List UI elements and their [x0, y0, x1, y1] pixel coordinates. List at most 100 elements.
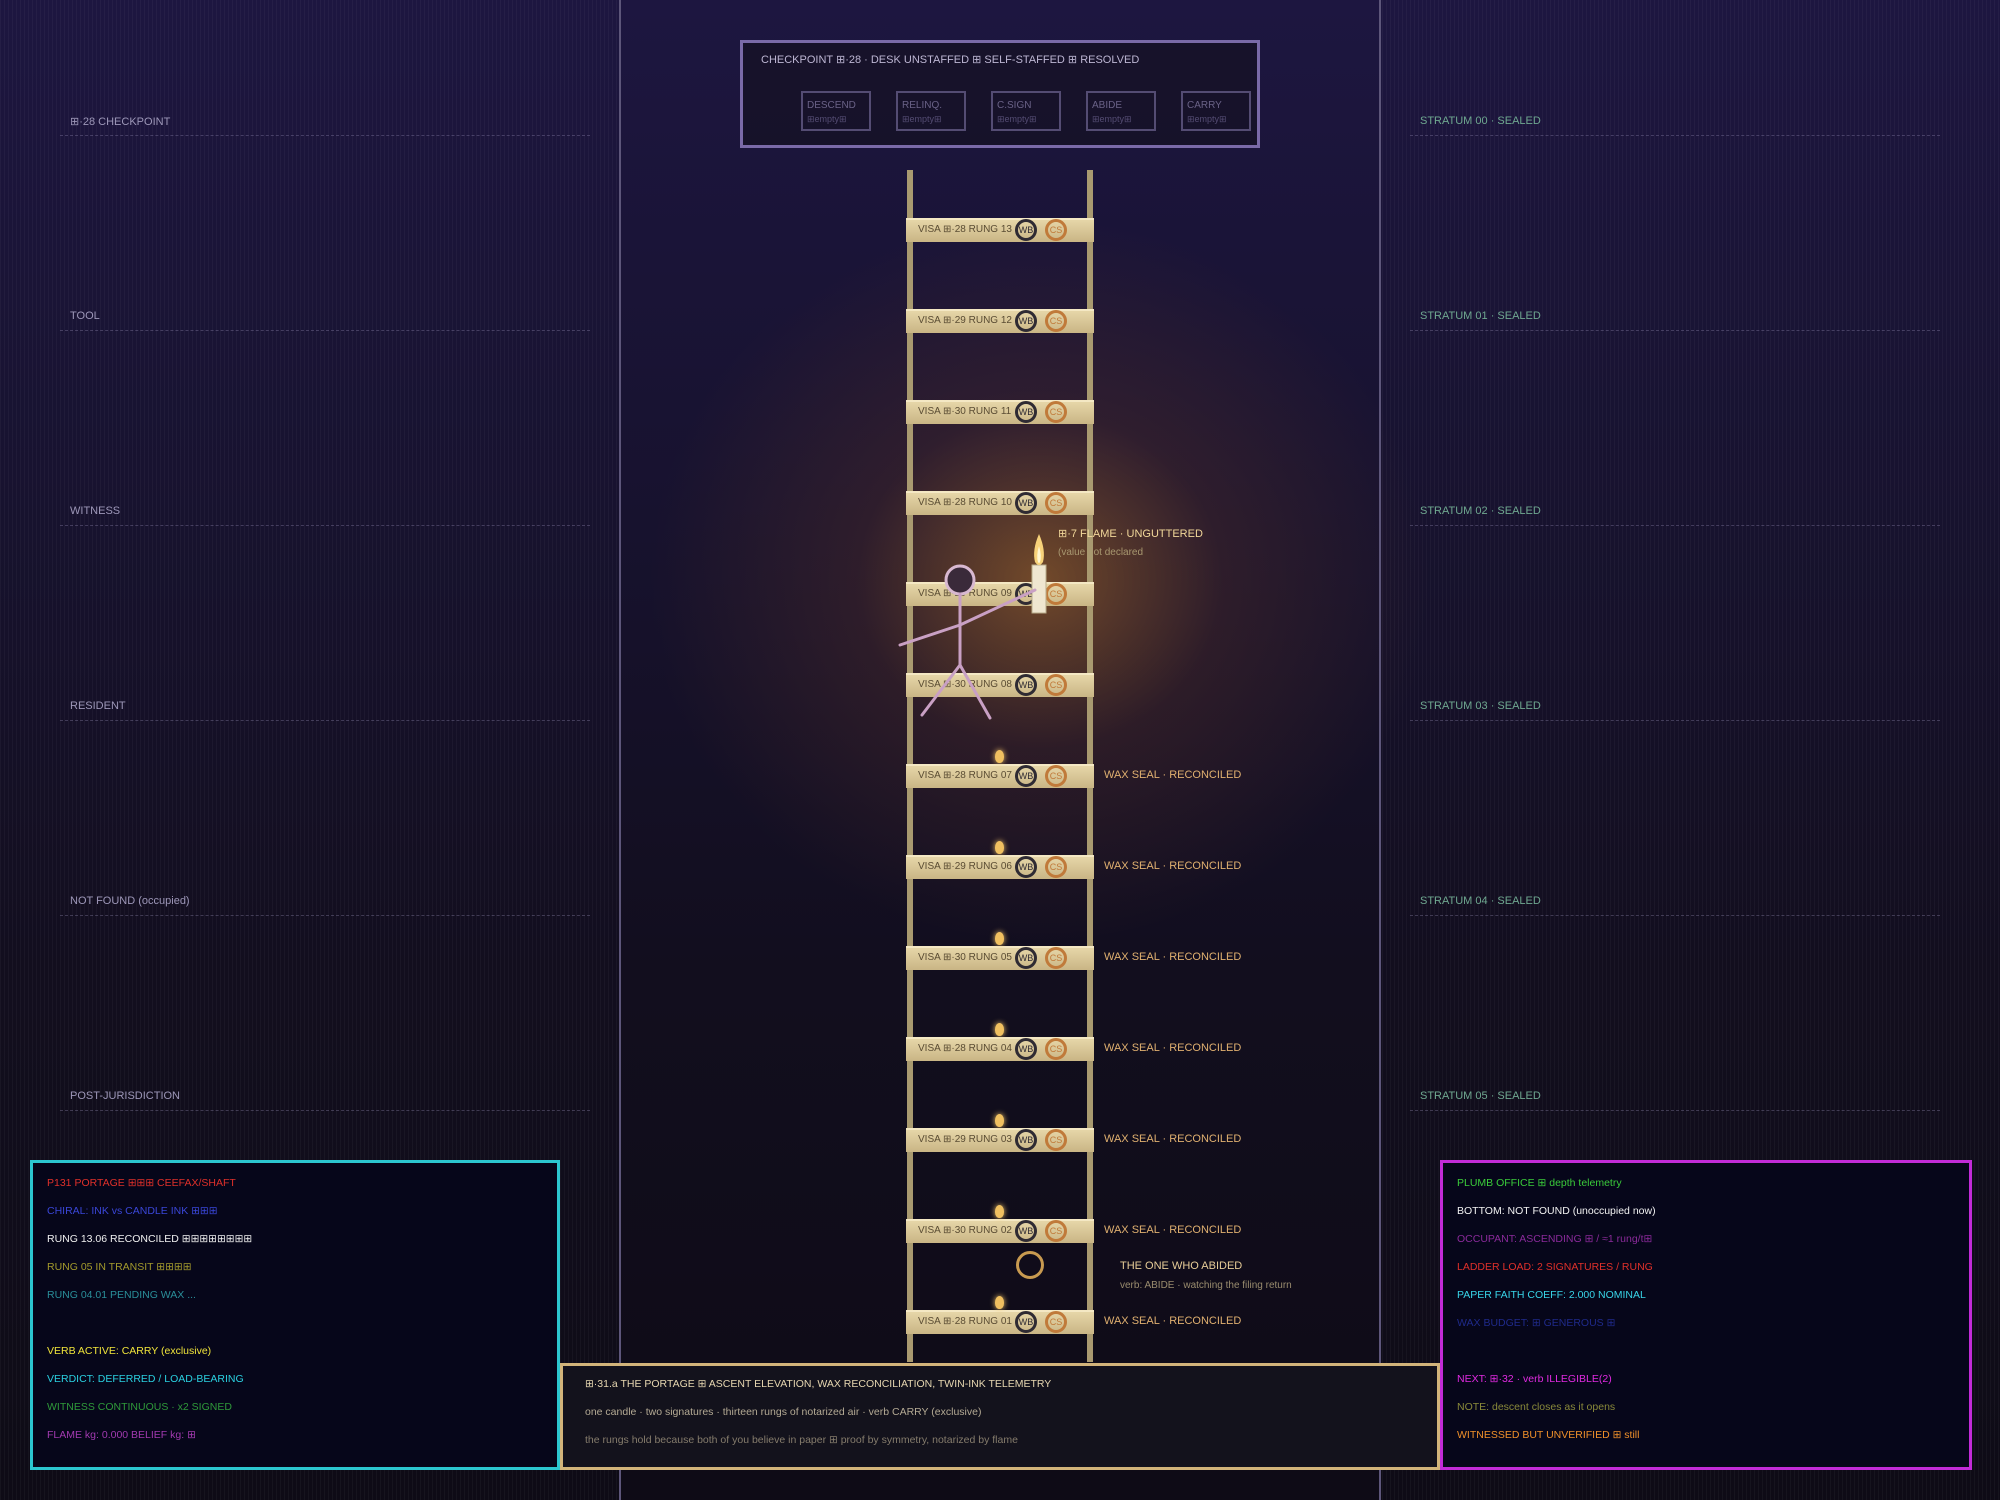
cs-seal-icon: CS: [1045, 219, 1067, 241]
wb-seal-icon: WB: [1015, 1220, 1037, 1242]
cs-seal-icon: CS: [1045, 1038, 1067, 1060]
wax-drop-icon: [995, 932, 1004, 945]
right-row-label: STRATUM 00 · SEALED: [1420, 115, 1541, 127]
rung-label: VISA ⊞·30 RUNG 02: [918, 1225, 1012, 1236]
rung-label: VISA ⊞·29 RUNG 06: [918, 861, 1012, 872]
cs-seal-icon: CS: [1045, 1129, 1067, 1151]
left-row-divider: [60, 915, 590, 916]
panel-line: VERB ACTIVE: CARRY (exclusive): [47, 1345, 212, 1357]
panel-line: WAX BUDGET: ⊞ GENEROUS ⊞: [1457, 1317, 1616, 1329]
wax-drop-icon: [995, 1023, 1004, 1036]
wax-drop-icon: [995, 750, 1004, 763]
rung-label: VISA ⊞·28 RUNG 07: [918, 770, 1012, 781]
panel-line: ⊞·31.a THE PORTAGE ⊞ ASCENT ELEVATION, W…: [585, 1378, 1052, 1390]
wb-seal-icon: WB: [1015, 310, 1037, 332]
right-shaft-wall: [1379, 0, 1381, 1500]
wax-drop-icon: [995, 841, 1004, 854]
right-row-label: STRATUM 04 · SEALED: [1420, 895, 1541, 907]
checkpoint-slot[interactable]: RELINQ.⊞empty⊞: [896, 91, 966, 131]
caption-panel: ⊞·31.a THE PORTAGE ⊞ ASCENT ELEVATION, W…: [560, 1363, 1440, 1470]
panel-line: PLUMB OFFICE ⊞ depth telemetry: [1457, 1177, 1622, 1189]
cs-seal-icon: CS: [1045, 492, 1067, 514]
right-row-divider: [1410, 525, 1940, 526]
wax-seal-status: WAX SEAL · RECONCILED: [1104, 1133, 1242, 1145]
panel-line: BOTTOM: NOT FOUND (unoccupied now): [1457, 1205, 1656, 1217]
left-shaft-wall: [619, 0, 621, 1500]
panel-line: CHIRAL: INK vs CANDLE INK ⊞⊞⊞: [47, 1205, 218, 1217]
abode-ring-icon: [1016, 1251, 1044, 1279]
rung-label: VISA ⊞·29 RUNG 12: [918, 315, 1012, 326]
left-telemetry-panel: P131 PORTAGE ⊞⊞⊞ CEEFAX/SHAFT CHIRAL: INK…: [30, 1160, 560, 1470]
panel-line: WITNESS CONTINUOUS · x2 SIGNED: [47, 1401, 232, 1413]
panel-line: LADDER LOAD: 2 SIGNATURES / RUNG: [1457, 1261, 1653, 1273]
checkpoint-slot[interactable]: CARRY ⊞empty⊞: [1181, 91, 1251, 131]
rung-label: VISA ⊞·30 RUNG 05: [918, 952, 1012, 963]
slot-name: ABIDE: [1092, 100, 1123, 111]
slot-state: ⊞empty⊞: [807, 114, 847, 124]
slot-name: C.SIGN: [997, 100, 1032, 111]
wax-seal-status: WAX SEAL · RECONCILED: [1104, 1042, 1242, 1054]
checkpoint-title: CHECKPOINT ⊞·28 · DESK UNSTAFFED ⊞ SELF-…: [761, 54, 1140, 66]
panel-line: OCCUPANT: ASCENDING ⊞ / ≈1 rung/t⊞: [1457, 1233, 1653, 1245]
slot-state: ⊞empty⊞: [1187, 114, 1227, 124]
checkpoint-slot[interactable]: ABIDE ⊞empty⊞: [1086, 91, 1156, 131]
rung-label: VISA ⊞·29 RUNG 09: [918, 588, 1012, 599]
right-row-divider: [1410, 915, 1940, 916]
right-row-divider: [1410, 135, 1940, 136]
slot-name: CARRY: [1187, 100, 1222, 111]
wax-drop-icon: [995, 1205, 1004, 1218]
abode-label: THE ONE WHO ABIDED: [1120, 1260, 1243, 1272]
wb-seal-icon: WB: [1015, 492, 1037, 514]
wb-seal-icon: WB: [1015, 765, 1037, 787]
panel-line: FLAME kg: 0.000 BELIEF kg: ⊞: [47, 1429, 196, 1441]
panel-line: RUNG 05 IN TRANSIT ⊞⊞⊞⊞: [47, 1261, 192, 1273]
rung-label: VISA ⊞·30 RUNG 11: [918, 406, 1012, 417]
cs-seal-icon: CS: [1045, 765, 1067, 787]
left-row-divider: [60, 135, 590, 136]
left-row-label: RESIDENT: [70, 700, 126, 712]
checkpoint-slot[interactable]: DESCEND⊞empty⊞: [801, 91, 871, 131]
left-row-divider: [60, 330, 590, 331]
wax-seal-status: WAX SEAL · RECONCILED: [1104, 769, 1242, 781]
cs-seal-icon: CS: [1045, 674, 1067, 696]
cs-seal-icon: CS: [1045, 856, 1067, 878]
rung-label: VISA ⊞·30 RUNG 08: [918, 679, 1012, 690]
left-row-label: ⊞·28 CHECKPOINT: [70, 116, 171, 128]
wb-seal-icon: WB: [1015, 583, 1037, 605]
left-row-divider: [60, 1110, 590, 1111]
right-row-label: STRATUM 05 · SEALED: [1420, 1090, 1541, 1102]
left-row-label: WITNESS: [70, 505, 121, 517]
panel-line: WITNESSED BUT UNVERIFIED ⊞ still: [1457, 1429, 1640, 1441]
panel-line: P131 PORTAGE ⊞⊞⊞ CEEFAX/SHAFT: [47, 1177, 236, 1189]
left-row-divider: [60, 525, 590, 526]
left-row-label: TOOL: [70, 310, 100, 322]
wax-seal-status: WAX SEAL · RECONCILED: [1104, 951, 1242, 963]
cs-seal-icon: CS: [1045, 1311, 1067, 1333]
checkpoint-slot[interactable]: C.SIGN⊞empty⊞: [991, 91, 1061, 131]
panel-line: RUNG 13.06 RECONCILED ⊞⊞⊞⊞⊞⊞⊞⊞: [47, 1233, 253, 1245]
right-row-label: STRATUM 01 · SEALED: [1420, 310, 1541, 322]
slot-state: ⊞empty⊞: [1092, 114, 1132, 124]
wb-seal-icon: WB: [1015, 1129, 1037, 1151]
right-row-label: STRATUM 02 · SEALED: [1420, 505, 1541, 517]
rung-label: VISA ⊞·28 RUNG 01: [918, 1316, 1012, 1327]
slot-state: ⊞empty⊞: [902, 114, 942, 124]
rung-label: VISA ⊞·29 RUNG 03: [918, 1134, 1012, 1145]
panel-line: PAPER FAITH COEFF: 2.000 NOMINAL: [1457, 1289, 1646, 1301]
rung-label: VISA ⊞·28 RUNG 10: [918, 497, 1012, 508]
panel-line: NOTE: descent closes as it opens: [1457, 1401, 1616, 1413]
